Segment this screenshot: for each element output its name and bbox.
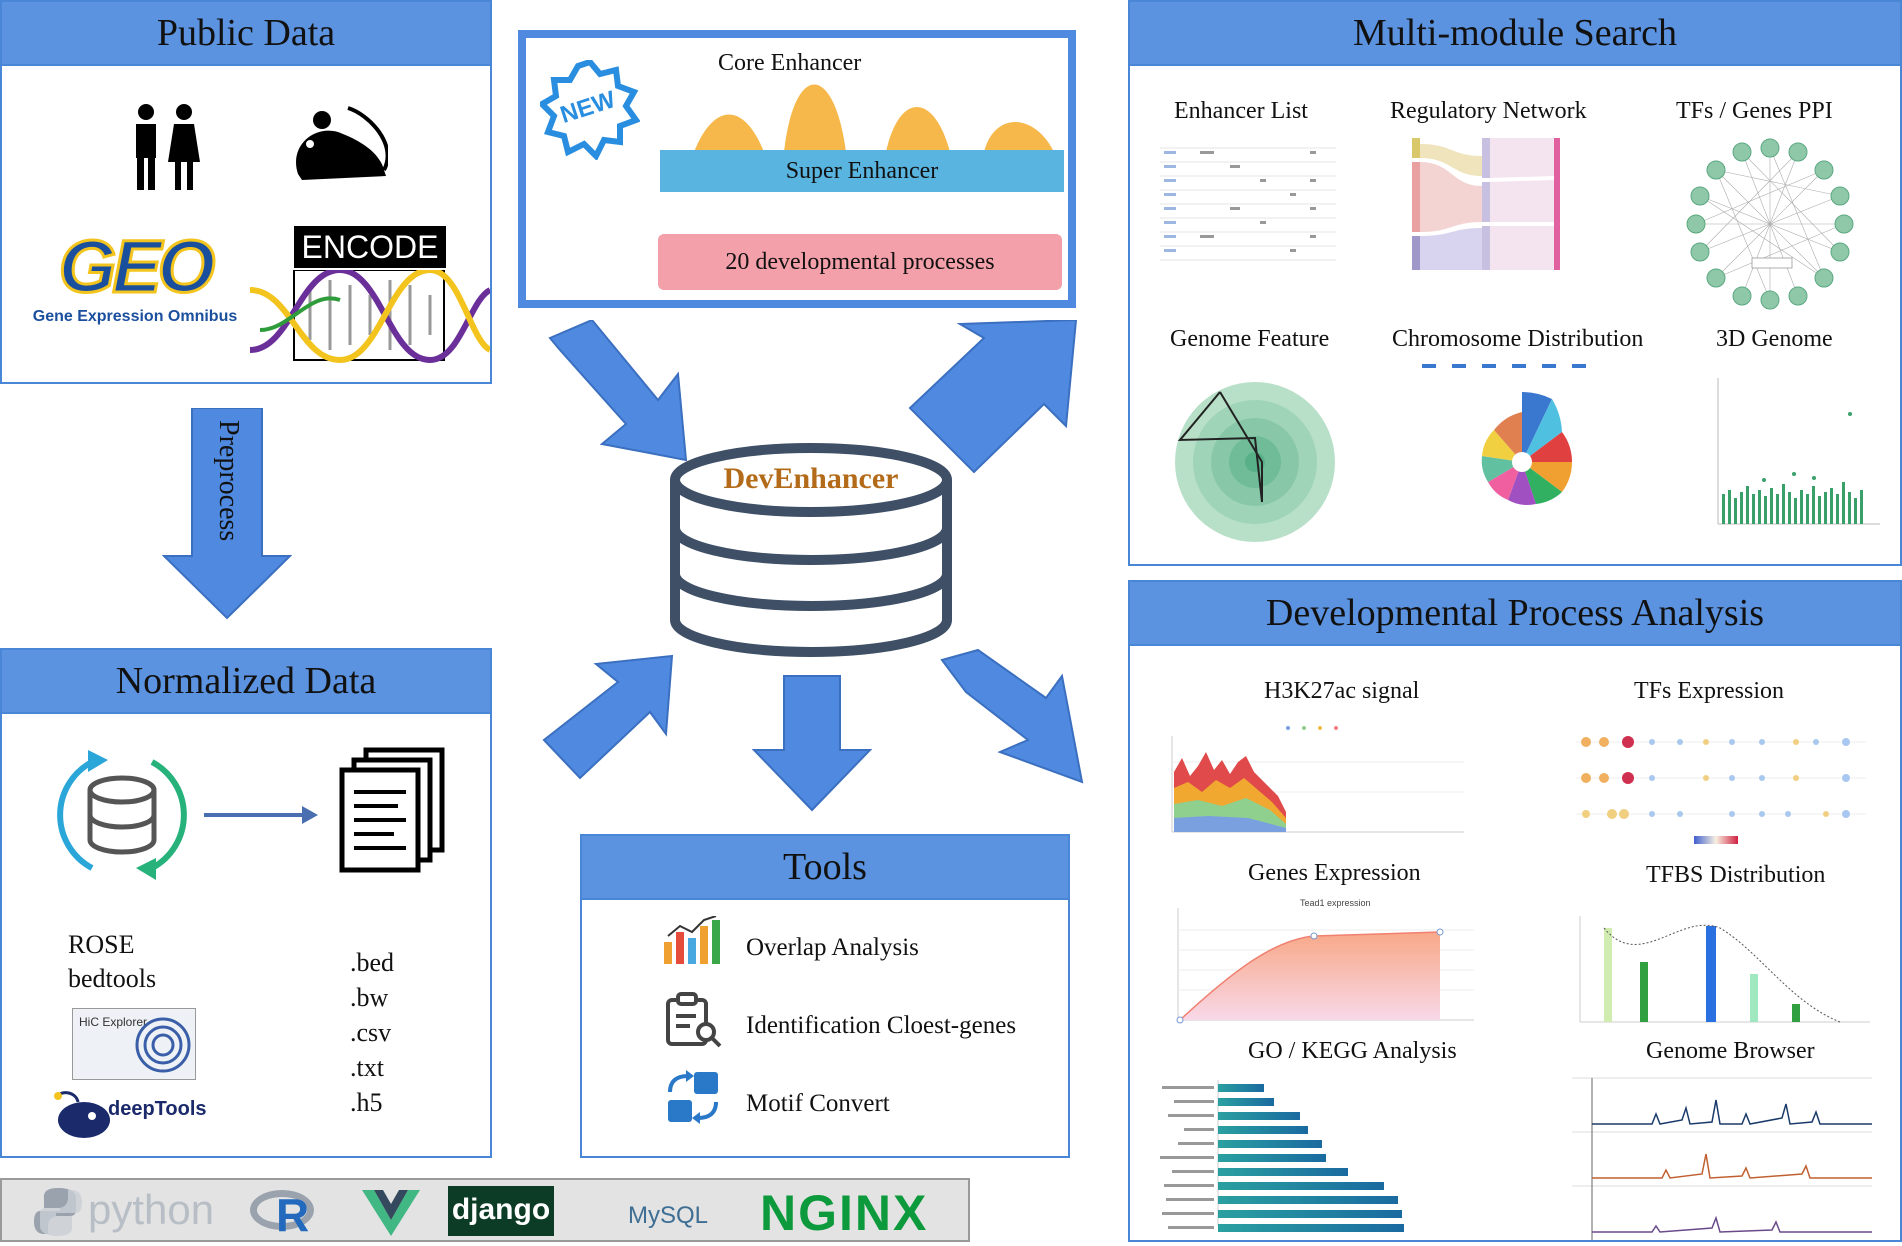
django-logo: django bbox=[448, 1186, 554, 1236]
convert-arrow-icon bbox=[204, 806, 318, 824]
new-badge-icon bbox=[540, 60, 640, 160]
enhancer-list-thumbnail bbox=[1160, 147, 1336, 261]
anglerfish-icon bbox=[54, 1091, 110, 1138]
tool-rose: ROSE bbox=[68, 930, 135, 959]
python-logo-text: python bbox=[88, 1186, 215, 1233]
module-tfbs-distribution: TFBS Distribution bbox=[1646, 862, 1826, 888]
module-tfs-genes-ppi: TFs / Genes PPI bbox=[1676, 98, 1833, 124]
bar-chart-icon bbox=[664, 916, 720, 964]
module-genome-feature: Genome Feature bbox=[1170, 326, 1330, 352]
module-regulatory-network: Regulatory Network bbox=[1390, 98, 1587, 124]
flow-arrows bbox=[542, 320, 1084, 812]
arrow-db-to-analysis bbox=[940, 648, 1084, 784]
nginx-logo: NGINX bbox=[760, 1185, 929, 1241]
dev-process-panel: Developmental Process Analysis H3K27ac s… bbox=[1128, 580, 1902, 1242]
ppi-network-thumbnail bbox=[1686, 138, 1854, 310]
database-icon bbox=[670, 443, 952, 657]
module-enhancer-list: Enhancer List bbox=[1174, 98, 1308, 124]
tfbs-distribution-thumbnail bbox=[1579, 916, 1870, 1023]
r-logo: R bbox=[250, 1184, 322, 1240]
genes-expression-thumbnail bbox=[1176, 908, 1474, 1024]
multi-module-panel: Multi-module Search Enhancer List Regula… bbox=[1128, 0, 1902, 566]
tool-bedtools: bedtools bbox=[68, 964, 157, 993]
normalized-data-panel: Normalized Data ROSE bedtools HiC Explor… bbox=[0, 648, 492, 1158]
geo-logo: GEO Gene Expression Omnibus bbox=[32, 225, 238, 325]
documents-icon bbox=[339, 747, 445, 873]
vue-logo-icon bbox=[362, 1190, 420, 1236]
preprocess-label: Preprocess bbox=[213, 420, 244, 542]
dev-process-title: Developmental Process Analysis bbox=[1130, 582, 1900, 646]
arrow-db-to-search bbox=[908, 320, 1078, 474]
arrow-normalized-to-db bbox=[542, 654, 674, 780]
core-enhancer-label: Core Enhancer bbox=[718, 50, 862, 76]
preprocess-arrow bbox=[162, 408, 292, 620]
format-bed: .bed bbox=[350, 948, 395, 977]
arrow-db-to-tools bbox=[751, 675, 873, 812]
dna-helix-icon bbox=[250, 270, 490, 364]
format-bw: .bw bbox=[350, 983, 389, 1012]
processes-bar: 20 developmental processes bbox=[658, 234, 1062, 290]
super-enhancer-bar: Super Enhancer bbox=[660, 150, 1064, 192]
format-txt: .txt bbox=[350, 1053, 384, 1082]
multi-module-title: Multi-module Search bbox=[1130, 2, 1900, 66]
format-csv: .csv bbox=[350, 1018, 392, 1047]
format-h5: .h5 bbox=[350, 1088, 383, 1117]
module-genome-browser: Genome Browser bbox=[1646, 1038, 1815, 1064]
people-icon bbox=[136, 104, 200, 190]
chromosome-distribution-thumbnail bbox=[1422, 364, 1586, 505]
module-chromosome-distribution: Chromosome Distribution bbox=[1392, 326, 1644, 352]
enhancer-box: Core Enhancer Super Enhancer 20 developm… bbox=[518, 30, 1076, 308]
tool-motif-convert: Motif Convert bbox=[746, 1090, 890, 1117]
hic-explorer-logo: HiC Explorer bbox=[72, 1008, 196, 1080]
encode-logo: ENCODE bbox=[294, 226, 446, 268]
tfs-expression-thumbnail bbox=[1576, 736, 1866, 844]
module-3d-genome: 3D Genome bbox=[1716, 326, 1833, 352]
python-icon bbox=[34, 1188, 82, 1236]
genome-feature-thumbnail bbox=[1175, 382, 1335, 542]
database-sync-icon bbox=[57, 750, 187, 880]
tools-title: Tools bbox=[582, 836, 1068, 900]
normalized-data-title: Normalized Data bbox=[2, 650, 490, 714]
module-h3k27ac-signal: H3K27ac signal bbox=[1264, 678, 1420, 704]
3d-genome-thumbnail bbox=[1717, 378, 1880, 525]
mysql-logo: MySQL bbox=[628, 1202, 709, 1229]
core-enhancer-peaks bbox=[694, 84, 1054, 152]
module-go-kegg-analysis: GO / KEGG Analysis bbox=[1248, 1038, 1457, 1064]
convert-icon bbox=[668, 1070, 718, 1124]
tool-overlap-analysis: Overlap Analysis bbox=[746, 934, 919, 961]
hic-spiral-icon bbox=[135, 1017, 191, 1073]
public-data-panel: Public Data GEO Gene Expression Omnibus … bbox=[0, 0, 492, 384]
module-genes-expression: Genes Expression bbox=[1248, 860, 1421, 886]
tech-stack-bar: python R django MySQL NGINX bbox=[0, 1178, 970, 1242]
go-kegg-thumbnail bbox=[1160, 1080, 1404, 1232]
database-label: DevEnhancer bbox=[723, 462, 899, 495]
h3k27ac-thumbnail bbox=[1171, 726, 1464, 833]
genes-expression-chart-title: Tead1 expression bbox=[1300, 898, 1371, 908]
regulatory-network-thumbnail bbox=[1412, 138, 1560, 270]
arrow-enhancer-to-db bbox=[548, 320, 688, 462]
clipboard-search-icon bbox=[666, 992, 722, 1048]
tool-identification-closest-genes: Identification Cloest-genes bbox=[746, 1012, 1017, 1039]
mouse-icon bbox=[296, 106, 388, 180]
deeptools-logo: deepTools bbox=[48, 1088, 218, 1140]
genome-browser-thumbnail bbox=[1572, 1077, 1872, 1240]
public-data-title: Public Data bbox=[2, 2, 490, 66]
tools-panel: Tools Overlap Analysis Identification Cl… bbox=[580, 834, 1070, 1158]
module-tfs-expression: TFs Expression bbox=[1634, 678, 1784, 704]
